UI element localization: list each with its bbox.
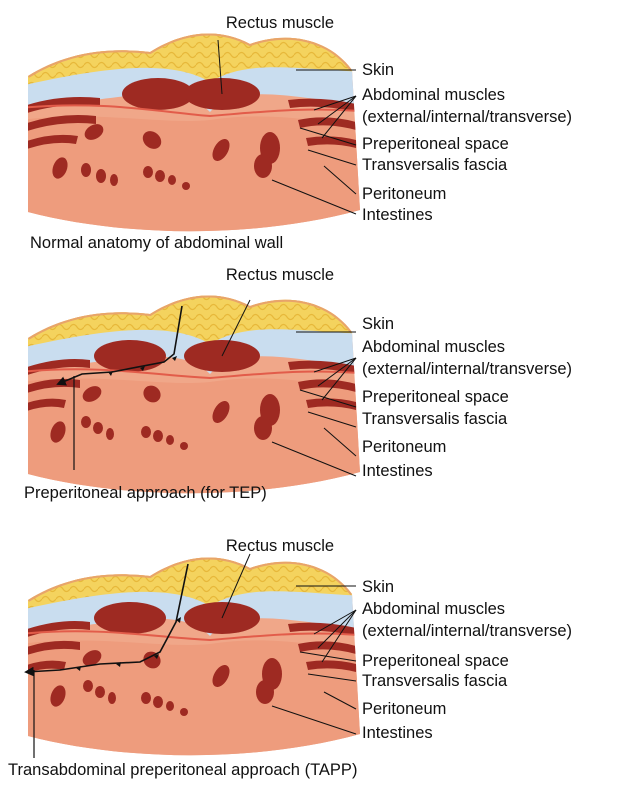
label-skin: Skin bbox=[362, 578, 394, 596]
label-intestines: Intestines bbox=[362, 724, 433, 742]
label-transversalis-fascia: Transversalis fascia bbox=[362, 672, 508, 690]
label-preperitoneal-space: Preperitoneal space bbox=[362, 388, 509, 406]
label-rectus-muscle: Rectus muscle bbox=[226, 14, 334, 32]
rectus-muscle-left bbox=[94, 340, 166, 372]
label-abdominal-muscles: Abdominal muscles bbox=[362, 86, 505, 104]
label-preperitoneal-space: Preperitoneal space bbox=[362, 652, 509, 670]
wall-cross-section bbox=[20, 282, 370, 512]
rectus-muscle-left bbox=[94, 602, 166, 634]
wall-cross-section bbox=[20, 20, 370, 250]
label-rectus-muscle: Rectus muscle bbox=[226, 266, 334, 284]
label-muscle-types: (external/internal/transverse) bbox=[362, 622, 572, 640]
label-abdominal-muscles: Abdominal muscles bbox=[362, 600, 505, 618]
label-intestines: Intestines bbox=[362, 206, 433, 224]
label-peritoneum: Peritoneum bbox=[362, 438, 446, 456]
label-peritoneum: Peritoneum bbox=[362, 700, 446, 718]
caption-transabdominal-approach: Transabdominal preperitoneal approach (T… bbox=[8, 761, 357, 779]
abdominal-wall-illustration: Rectus muscle Skin Abdominal muscles (ex… bbox=[0, 0, 639, 262]
diagram-preperitoneal-approach: Rectus muscle Skin Abdominal muscles (ex… bbox=[0, 262, 639, 524]
rectus-muscle-left bbox=[122, 78, 194, 110]
label-preperitoneal-space: Preperitoneal space bbox=[362, 135, 509, 153]
label-muscle-types: (external/internal/transverse) bbox=[362, 108, 572, 126]
caption-preperitoneal-approach: Preperitoneal approach (for TEP) bbox=[24, 484, 267, 502]
label-rectus-muscle: Rectus muscle bbox=[226, 537, 334, 555]
label-transversalis-fascia: Transversalis fascia bbox=[362, 410, 508, 428]
caption-normal-anatomy: Normal anatomy of abdominal wall bbox=[30, 234, 283, 252]
wall-cross-section bbox=[20, 544, 370, 774]
diagram-normal-anatomy: Rectus muscle Skin Abdominal muscles (ex… bbox=[0, 0, 639, 262]
label-abdominal-muscles: Abdominal muscles bbox=[362, 338, 505, 356]
abdominal-wall-illustration: Rectus muscle Skin Abdominal muscles (ex… bbox=[0, 524, 639, 786]
label-peritoneum: Peritoneum bbox=[362, 185, 446, 203]
label-muscle-types: (external/internal/transverse) bbox=[362, 360, 572, 378]
label-skin: Skin bbox=[362, 61, 394, 79]
diagram-transabdominal-approach: Rectus muscle Skin Abdominal muscles (ex… bbox=[0, 524, 639, 786]
abdominal-wall-illustration: Rectus muscle Skin Abdominal muscles (ex… bbox=[0, 262, 639, 524]
label-intestines: Intestines bbox=[362, 462, 433, 480]
label-transversalis-fascia: Transversalis fascia bbox=[362, 156, 508, 174]
label-skin: Skin bbox=[362, 315, 394, 333]
